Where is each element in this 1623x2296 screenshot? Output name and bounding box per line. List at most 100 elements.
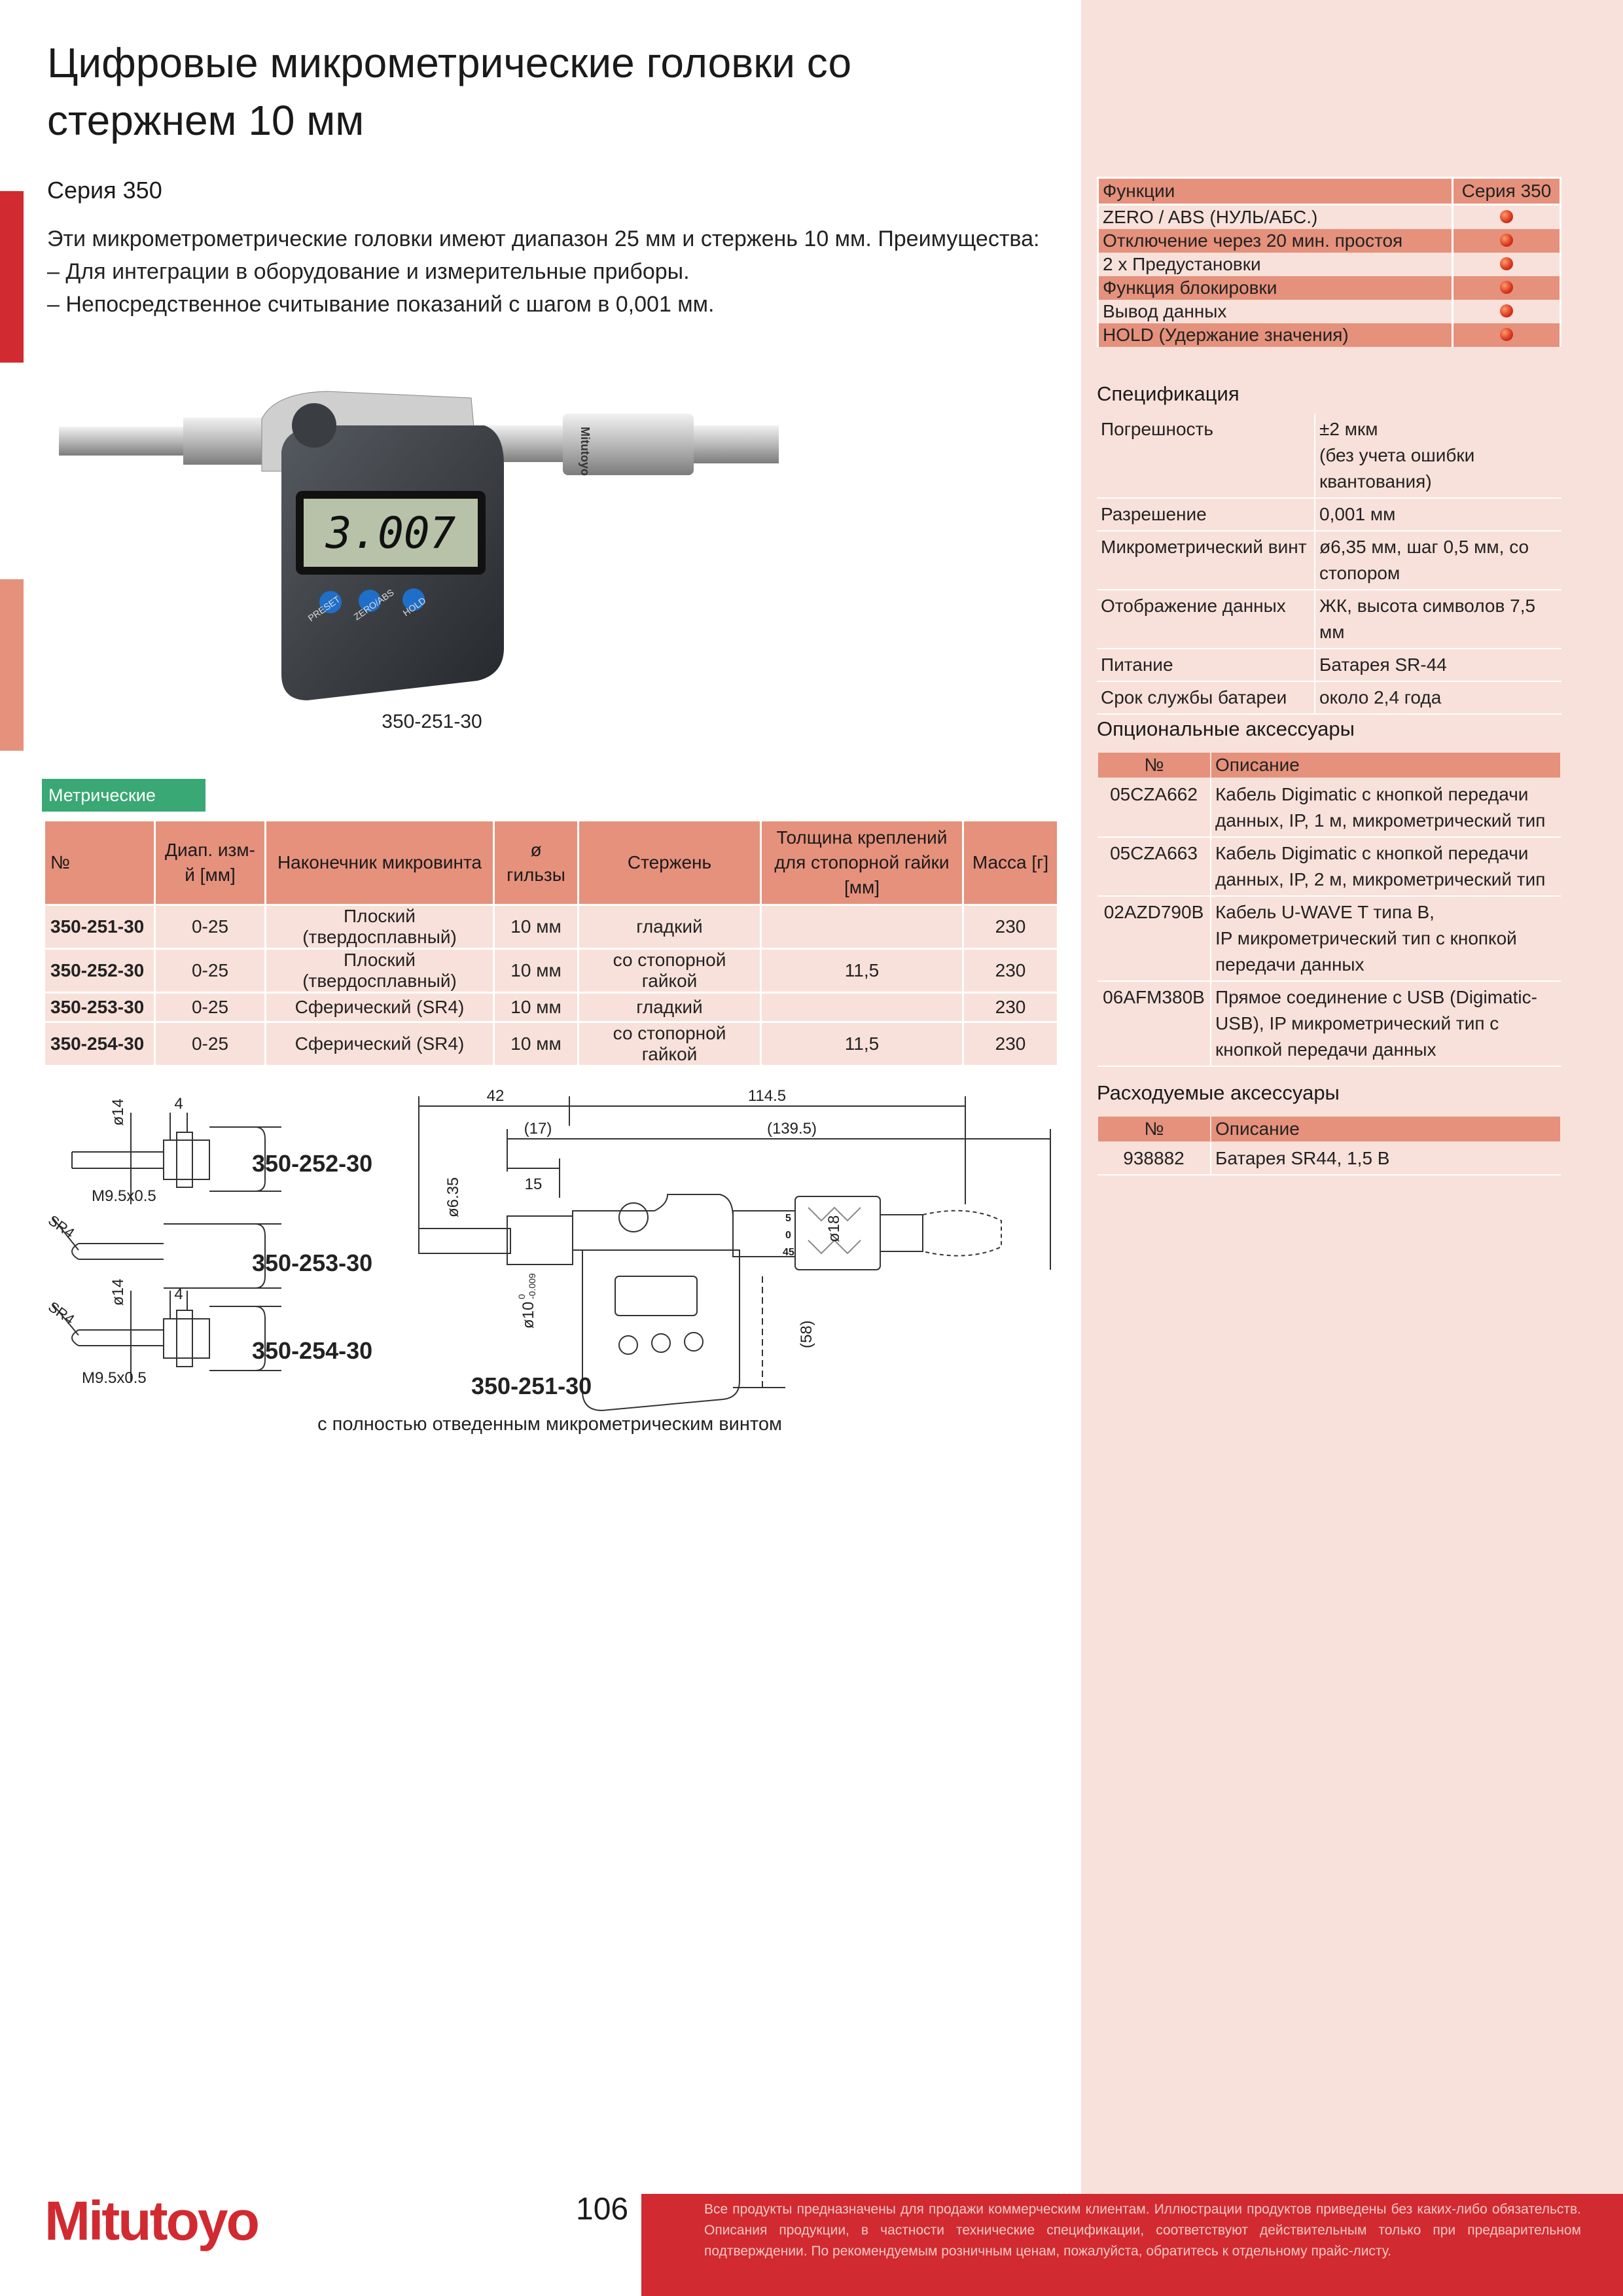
cell: 10 мм <box>493 992 579 1023</box>
accent-bar-red <box>0 191 24 363</box>
consumables-header-row: № Описание <box>1097 1115 1561 1143</box>
cell: 0-25 <box>154 948 266 994</box>
table-row: 02AZD790B Кабель U-WAVE T типа B,IP микр… <box>1097 896 1561 982</box>
micrometer-head-photo: 3.007 PRESET ZERO/ABS HOLD Mitutoyo <box>59 391 779 700</box>
cell: 0-25 <box>154 904 266 950</box>
svg-text:350-254-30: 350-254-30 <box>252 1337 372 1364</box>
table-row: Отключение через 20 мин. простоя <box>1097 229 1561 253</box>
accessory-code: 05CZA663 <box>1097 837 1211 897</box>
cell <box>1452 253 1561 276</box>
header-cell: Описание <box>1210 1115 1561 1143</box>
accent-bar-salmon <box>0 579 24 751</box>
svg-text:M9.5x0.5: M9.5x0.5 <box>82 1369 147 1387</box>
cell: 350-254-30 <box>43 1021 156 1067</box>
cell: Отключение через 20 мин. простоя <box>1097 229 1454 253</box>
cell <box>760 992 964 1023</box>
check-dot-icon <box>1500 328 1513 341</box>
svg-text:(17): (17) <box>524 1120 552 1138</box>
svg-text:(58): (58) <box>798 1320 815 1348</box>
accessory-code: 05CZA662 <box>1097 778 1211 838</box>
models-table: № Диап. изм-й [мм] Наконечник микровинта… <box>43 819 1059 1067</box>
table-row: 06AFM380B Прямое соединение с USB (Digim… <box>1097 981 1561 1067</box>
intro-line: – Непосредственное считывание показаний … <box>47 292 715 317</box>
cell <box>1452 204 1561 229</box>
spec-key: Микрометрический винт <box>1097 531 1315 590</box>
cell: 10 мм <box>493 1021 579 1067</box>
cell <box>1452 323 1561 347</box>
svg-text:4: 4 <box>174 1095 183 1113</box>
cell: 11,5 <box>760 948 964 994</box>
preset-button <box>319 591 342 613</box>
svg-text:45: 45 <box>783 1247 794 1258</box>
cell: HOLD (Удержание значения) <box>1097 323 1454 347</box>
series-label: Серия 350 <box>47 177 162 204</box>
table-row: 938882 Батарея SR44, 1,5 В <box>1097 1142 1561 1175</box>
header-cell: Диап. изм-й [мм] <box>154 819 266 906</box>
svg-text:ø18: ø18 <box>825 1215 843 1242</box>
cell: Сферический (SR4) <box>264 1021 495 1067</box>
svg-text:ø10: ø10 <box>520 1302 537 1329</box>
svg-text:4: 4 <box>174 1285 183 1303</box>
accessory-desc: Кабель U-WAVE T типа B,IP микрометрическ… <box>1211 896 1561 982</box>
cell: 0-25 <box>154 1021 266 1067</box>
drawing-caption: с полностью отведенным микрометрическим … <box>317 1414 782 1435</box>
optional-title: Опциональные аксессуары <box>1097 717 1355 740</box>
table-row: Питание Батарея SR-44 <box>1097 649 1561 682</box>
page-number: 106 <box>576 2192 629 2227</box>
cell: 230 <box>962 1021 1059 1067</box>
spec-key: Срок службы батареи <box>1097 681 1315 715</box>
tip-variant-253 <box>52 1217 281 1289</box>
table-row: 350-251-30 0-25 Плоский (твердосплавный)… <box>43 904 1059 950</box>
svg-text:M9.5x0.5: M9.5x0.5 <box>92 1187 156 1205</box>
cell: Плоский (твердосплавный) <box>264 948 495 994</box>
zero-abs-button <box>359 590 381 612</box>
cell: со стопорной гайкой <box>577 948 762 994</box>
svg-text:ø14: ø14 <box>109 1099 127 1126</box>
table-row: Отображение данных ЖК, высота символов 7… <box>1097 590 1561 649</box>
table-row: 350-254-30 0-25 Сферический (SR4) 10 мм … <box>43 1021 1059 1067</box>
models-header-row: № Диап. изм-й [мм] Наконечник микровинта… <box>43 819 1059 906</box>
table-row: Срок службы батареи около 2,4 года <box>1097 681 1561 715</box>
svg-text:0: 0 <box>516 1294 527 1299</box>
consumables-title: Расходуемые аксессуары <box>1097 1081 1340 1104</box>
table-row: 350-252-30 0-25 Плоский (твердосплавный)… <box>43 948 1059 994</box>
tip-variant-254 <box>52 1291 281 1381</box>
header-cell: Толщина креплений для стопорной гайки [м… <box>760 819 964 906</box>
svg-text:0: 0 <box>785 1230 791 1241</box>
table-row: 05CZA663 Кабель Digimatic с кнопкой пере… <box>1097 837 1561 897</box>
spec-value: 0,001 мм <box>1315 498 1561 531</box>
brand-logo: Mitutoyo <box>45 2190 260 2251</box>
header-cell: ø гильзы <box>493 819 579 906</box>
photo-caption: 350-251-30 <box>382 711 482 732</box>
cell: 11,5 <box>760 1021 964 1067</box>
cell: 0-25 <box>154 992 266 1023</box>
cell: 350-251-30 <box>43 904 156 950</box>
cell <box>1452 300 1561 323</box>
spec-value: Батарея SR-44 <box>1315 649 1561 682</box>
spindle <box>59 427 190 456</box>
header-cell: Описание <box>1210 751 1561 779</box>
table-row: Разрешение 0,001 мм <box>1097 498 1561 531</box>
cell: 230 <box>962 948 1059 994</box>
clamp-knob <box>292 403 336 448</box>
check-dot-icon <box>1500 281 1513 294</box>
thimble <box>563 414 694 475</box>
cell <box>760 904 964 950</box>
main-view-251 <box>418 1096 1051 1412</box>
table-row: Функция блокировки <box>1097 276 1561 300</box>
svg-text:(139.5): (139.5) <box>767 1120 817 1138</box>
cell: 2 x Предустановки <box>1097 253 1454 276</box>
check-dot-icon <box>1500 257 1513 270</box>
svg-text:350-252-30: 350-252-30 <box>252 1150 372 1177</box>
svg-text:ø6.35: ø6.35 <box>444 1177 462 1217</box>
cell: Функция блокировки <box>1097 276 1454 300</box>
spec-key: Питание <box>1097 649 1315 682</box>
optional-accessories-table: № Описание 05CZA662 Кабель Digimatic с к… <box>1097 751 1561 1067</box>
cell: 10 мм <box>493 904 579 950</box>
ratchet <box>694 425 779 463</box>
cell: Плоский (твердосплавный) <box>264 904 495 950</box>
cell <box>1452 276 1561 300</box>
